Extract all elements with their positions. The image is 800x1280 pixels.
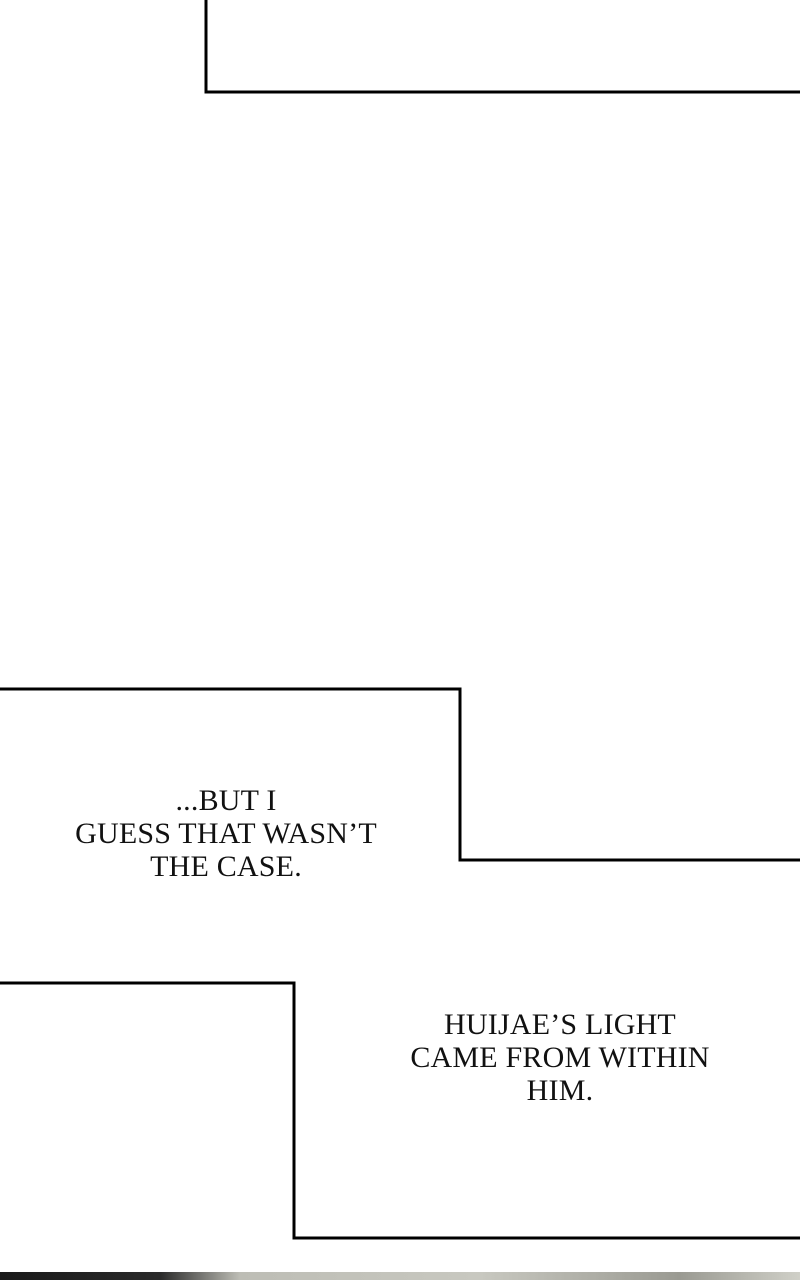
next-panel-edge [0, 1272, 800, 1280]
caption-line: HUIJAE’S LIGHT [444, 1008, 676, 1041]
caption-line: GUESS THAT WASN’T [75, 817, 377, 850]
caption-line: HIM. [526, 1074, 594, 1107]
panel-middle-border [0, 687, 800, 862]
caption-line: THE CASE. [150, 850, 302, 883]
panel-lower-border [0, 981, 800, 1240]
narration-caption-second: HUIJAE’S LIGHT CAME FROM WITHIN HIM. [360, 1008, 760, 1107]
caption-line: CAME FROM WITHIN [410, 1041, 710, 1074]
caption-line: ...BUT I [175, 784, 277, 817]
narration-caption-first: ...BUT I GUESS THAT WASN’T THE CASE. [20, 784, 432, 883]
panel-top-border [204, 0, 800, 94]
